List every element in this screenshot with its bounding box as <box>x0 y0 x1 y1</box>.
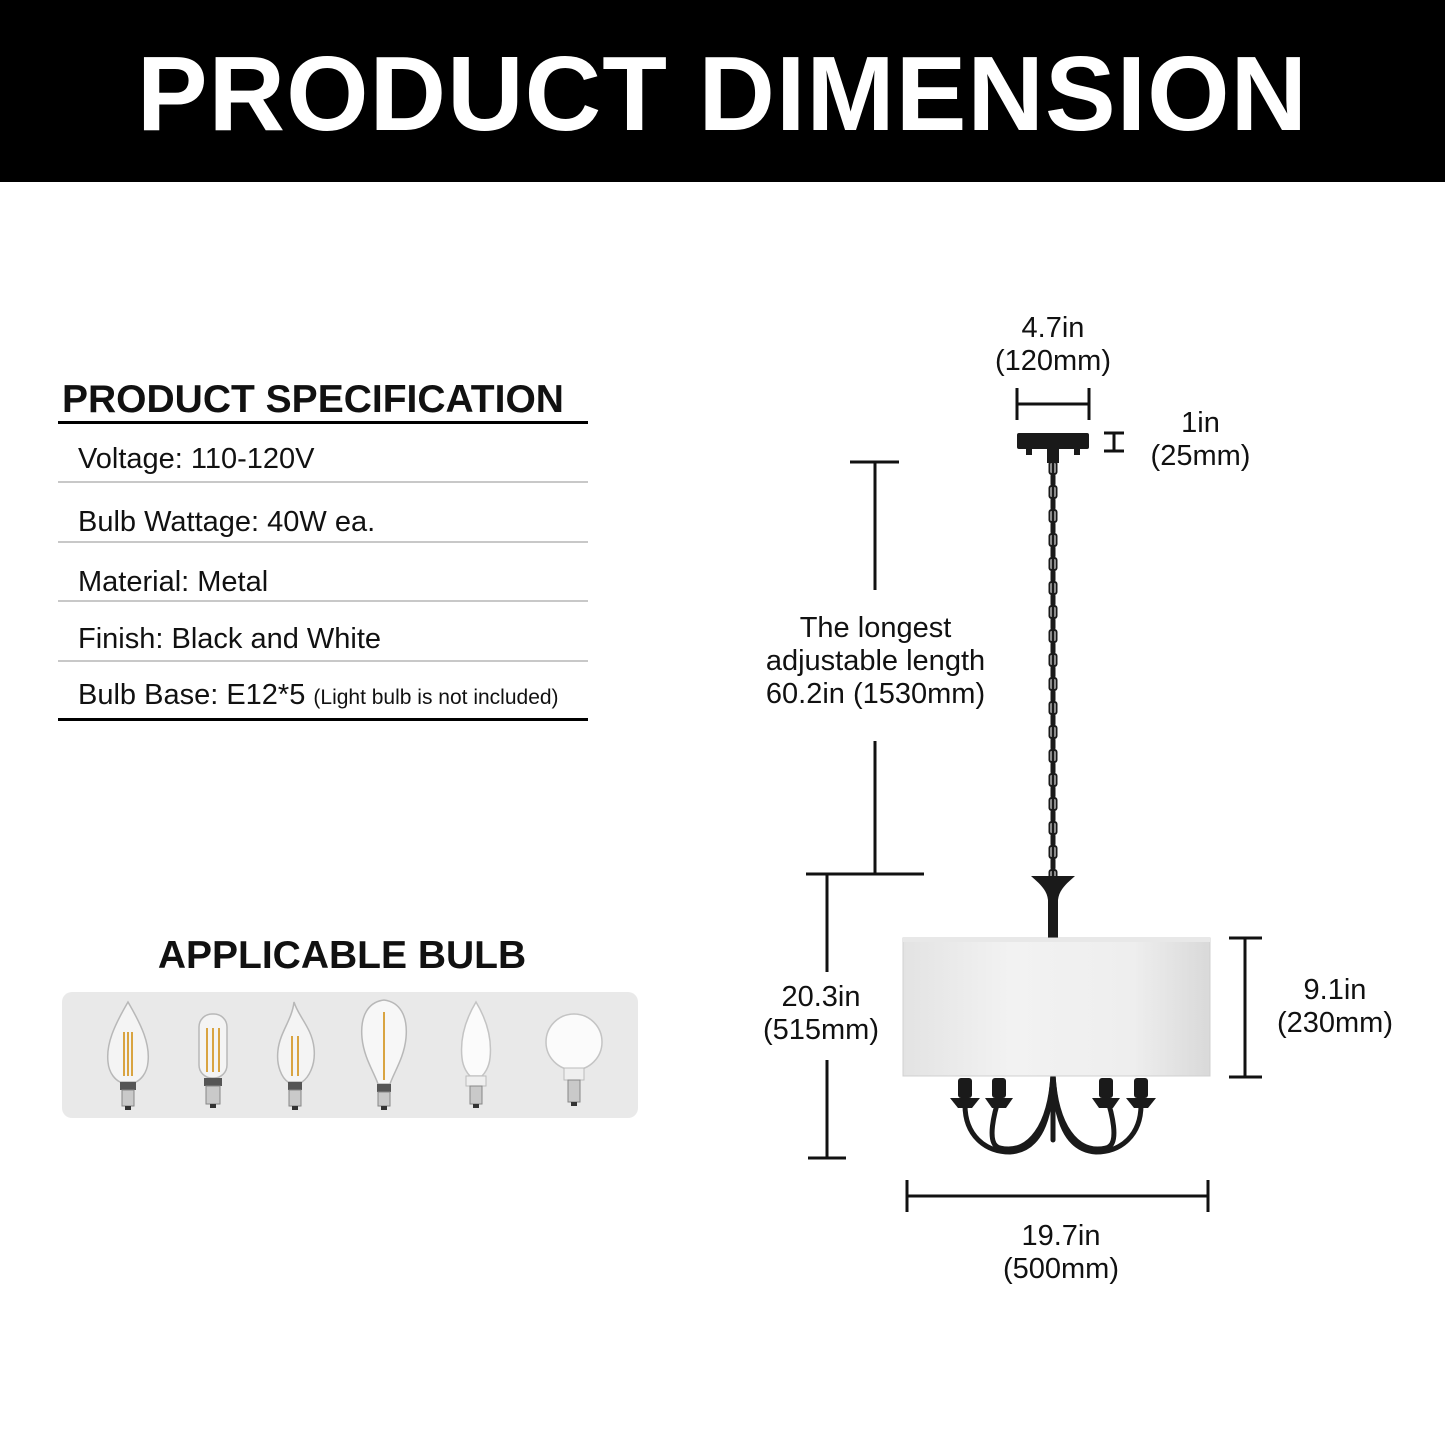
chain-links <box>1048 461 1058 883</box>
body-height-mm: (515mm) <box>762 1014 879 1046</box>
spec-row-material: Material: Metal <box>78 566 268 599</box>
canopy-height-label: 1in (25mm) <box>1138 407 1263 473</box>
spec-row-finish: Finish: Black and White <box>78 623 381 656</box>
body-height-inches: 20.3in <box>781 981 861 1013</box>
header-banner: PRODUCT DIMENSION <box>0 0 1445 182</box>
spec-divider <box>58 481 588 483</box>
shade-height-label: 9.1in (230mm) <box>1260 974 1410 1040</box>
shade-height-dimension-line <box>1229 936 1262 1079</box>
spec-row-text: Voltage: 110-120V <box>78 443 315 475</box>
applicable-bulb-panel <box>62 992 638 1118</box>
spec-row-voltage: Voltage: 110-120V <box>78 443 315 476</box>
candle-cups <box>950 1078 1156 1108</box>
chain-length-dimension-line <box>806 460 924 876</box>
page-title: PRODUCT DIMENSION <box>136 35 1309 153</box>
chain-length-label: The longest adjustable length 60.2in (15… <box>738 612 1013 711</box>
led-candle-bulb-icon <box>460 1000 492 1108</box>
tubular-filament-bulb-icon <box>198 1013 228 1108</box>
specification-top-rule <box>58 421 588 424</box>
specification-title: PRODUCT SPECIFICATION <box>62 378 564 421</box>
led-globe-bulb-icon <box>545 1013 603 1106</box>
canopy-height-dimension-line <box>1104 431 1124 453</box>
spec-row-text: Bulb Base: E12*5 <box>78 679 306 711</box>
canopy-height-inches: 1in <box>1181 407 1220 439</box>
canopy-width-dimension-line <box>1015 388 1091 420</box>
spec-row-bulb-base: Bulb Base: E12*5 (Light bulb is not incl… <box>78 679 559 712</box>
canopy <box>1017 433 1089 463</box>
canopy-width-label: 4.7in (120mm) <box>983 312 1123 378</box>
spec-row-text: Finish: Black and White <box>78 623 382 655</box>
spec-divider <box>58 541 588 543</box>
chain-length-line-2: adjustable length <box>765 645 986 677</box>
spec-row-text: Bulb Wattage: 40W ea. <box>78 506 376 538</box>
specification-bottom-rule <box>58 718 588 721</box>
spec-row-text: Material: Metal <box>78 566 269 598</box>
candle-filament-bulb-icon <box>106 1000 150 1110</box>
spec-divider <box>58 600 588 602</box>
shade-width-label: 19.7in (500mm) <box>988 1220 1134 1286</box>
chain-length-line-1: The longest <box>799 612 952 644</box>
spec-divider <box>58 660 588 662</box>
shade-height-inches: 9.1in <box>1303 974 1367 1006</box>
flame-tip-filament-bulb-icon <box>276 1001 316 1110</box>
body-height-dimension-line <box>808 874 846 1160</box>
canopy-height-mm: (25mm) <box>1150 440 1251 472</box>
shade-width-mm: (500mm) <box>1002 1253 1119 1285</box>
chain-length-line-3: 60.2in (1530mm) <box>765 678 986 710</box>
shade-width-inches: 19.7in <box>1021 1220 1101 1252</box>
spec-row-wattage: Bulb Wattage: 40W ea. <box>78 506 375 539</box>
canopy-width-mm: (120mm) <box>994 345 1111 377</box>
shade-height-mm: (230mm) <box>1276 1007 1393 1039</box>
canopy-width-inches: 4.7in <box>1021 312 1085 344</box>
drum-shade <box>902 937 1211 1077</box>
st-edison-bulb-icon <box>360 999 408 1110</box>
candle-arms <box>962 1072 1144 1155</box>
body-height-label: 20.3in (515mm) <box>745 981 897 1047</box>
spec-row-note: (Light bulb is not included) <box>313 686 559 709</box>
stem-cone <box>1031 876 1075 938</box>
shade-width-dimension-line <box>905 1180 1210 1212</box>
applicable-bulb-title: APPLICABLE BULB <box>157 934 527 977</box>
